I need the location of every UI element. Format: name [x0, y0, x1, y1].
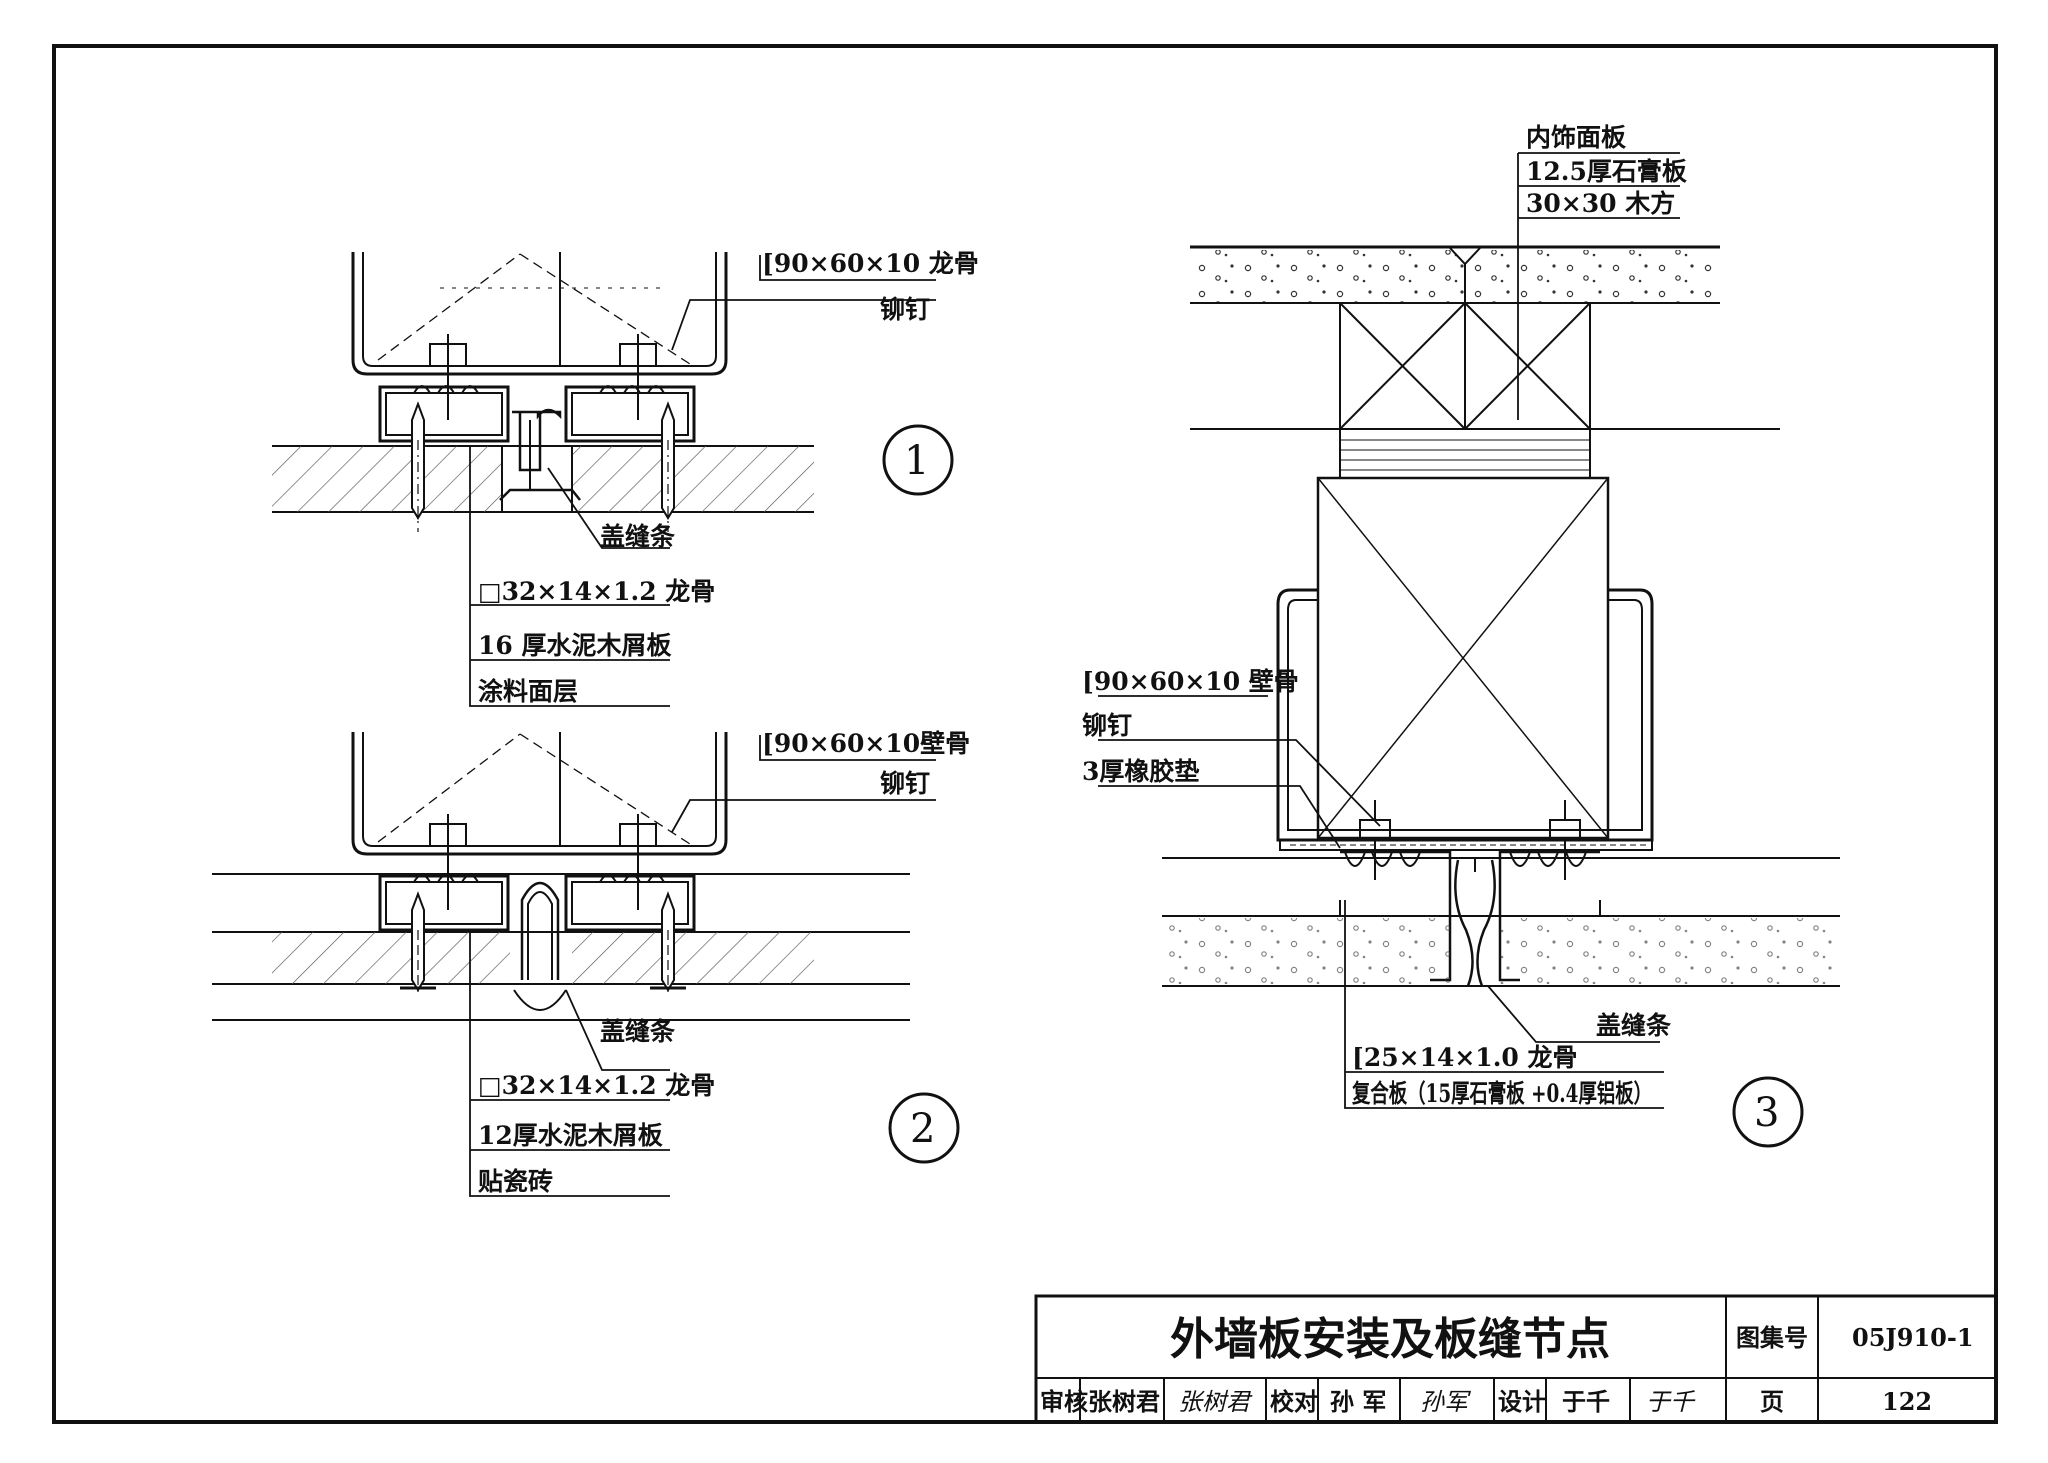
- detail-2-rivet-label: 铆钉: [880, 769, 930, 798]
- review-label: 审核: [1040, 1387, 1088, 1416]
- detail-2-number: 2: [910, 1106, 935, 1152]
- detail-3-rubber-label: 3厚橡胶垫: [1082, 757, 1199, 786]
- detail-3-composite-label: 复合板（15厚石膏板 +0.4厚铝板）: [1352, 1079, 1652, 1108]
- design-signature: 于千: [1646, 1388, 1696, 1416]
- detail-1-board-label: 16 厚水泥木屑板: [478, 631, 672, 660]
- detail-1-number: 1: [904, 438, 929, 484]
- detail-3-rivet-label: 铆钉: [1082, 711, 1132, 740]
- check-label: 校对: [1270, 1387, 1318, 1416]
- detail-3-number: 3: [1754, 1090, 1779, 1136]
- detail-1-number-circle: [882, 424, 954, 496]
- detail-1-cover-strip-label: 盖缝条: [600, 522, 676, 551]
- detail-3-cover-strip-label: 盖缝条: [1596, 1011, 1672, 1040]
- detail-3-number-circle: [1732, 1076, 1804, 1148]
- design-name: 于千: [1562, 1387, 1610, 1416]
- detail-3-channel-keel-label: [90×60×10 壁骨: [1082, 667, 1299, 696]
- detail-1-drawing: [272, 252, 814, 532]
- drawing-title: 外墙板安装及板缝节点: [1170, 1314, 1610, 1365]
- detail-3-gypsum-label: 12.5厚石膏板: [1526, 157, 1687, 186]
- detail-1-square-keel-label: □32×14×1.2 龙骨: [478, 577, 715, 606]
- page-value: 122: [1882, 1387, 1932, 1416]
- detail-2-cover-strip-label: 盖缝条: [600, 1017, 676, 1046]
- detail-3-leaders: [1098, 152, 1680, 1109]
- review-name: 张树君: [1088, 1387, 1160, 1416]
- detail-1-rivet-label: 铆钉: [880, 295, 930, 324]
- detail-3-drawing: [1162, 245, 1840, 987]
- atlas-value: 05J910-1: [1852, 1323, 1974, 1352]
- check-name: 孙 军: [1330, 1387, 1386, 1416]
- design-label: 设计: [1498, 1387, 1546, 1416]
- detail-1-channel-keel-label: [90×60×10 龙骨: [762, 249, 979, 278]
- atlas-label: 图集号: [1736, 1323, 1808, 1352]
- title-block-frame: [1034, 1294, 1998, 1424]
- sheet-border: [52, 44, 1998, 1424]
- detail-2-number-circle: [888, 1092, 960, 1164]
- detail-3-inner-panel-label: 内饰面板: [1526, 123, 1626, 152]
- detail-2-board-label: 12厚水泥木屑板: [478, 1121, 663, 1150]
- page-label: 页: [1760, 1387, 1784, 1416]
- check-signature: 孙军: [1420, 1388, 1471, 1416]
- review-signature: 张树君: [1178, 1388, 1253, 1416]
- detail-3-wood-label: 30×30 木方: [1526, 189, 1675, 218]
- detail-2-channel-keel-label: [90×60×10壁骨: [762, 729, 970, 758]
- detail-1-coating-label: 涂料面层: [478, 677, 578, 706]
- detail-3-small-keel-label: [25×14×1.0 龙骨: [1352, 1043, 1578, 1072]
- detail-2-leaders: [469, 735, 936, 1197]
- detail-1-leaders: [469, 255, 936, 707]
- detail-2-square-keel-label: □32×14×1.2 龙骨: [478, 1071, 715, 1100]
- detail-2-tile-label: 贴瓷砖: [478, 1167, 553, 1196]
